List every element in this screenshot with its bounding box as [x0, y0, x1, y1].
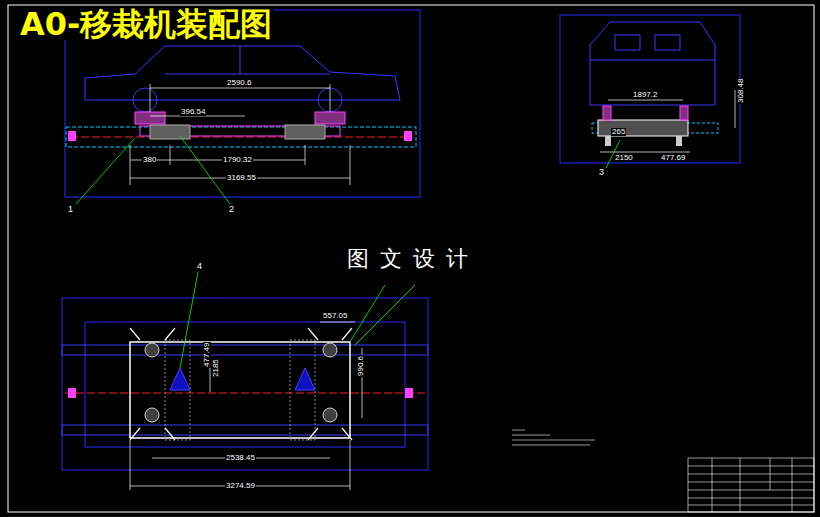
- notes: [512, 430, 595, 445]
- dimension: 477.49: [203, 342, 211, 368]
- callout-number: 1: [67, 205, 74, 214]
- title-block: [688, 458, 814, 512]
- dimension: 2185: [212, 358, 220, 378]
- dimension: 396.54: [180, 108, 206, 116]
- dimension: 2538.45: [225, 454, 256, 462]
- dimension: 3274.59: [225, 482, 256, 490]
- dimension: 308.48: [737, 78, 745, 104]
- dimension: 3169.55: [226, 174, 257, 182]
- dimension: 557.05: [322, 312, 348, 320]
- dimension: 2150: [614, 154, 634, 162]
- sheet-border: [8, 5, 814, 512]
- dimension: 1790.32: [222, 156, 253, 164]
- dimension: 265: [611, 128, 626, 136]
- callout-number: 4: [196, 262, 203, 271]
- drawing-title: A0-移栽机装配图: [18, 8, 274, 40]
- dimension: 380: [142, 156, 157, 164]
- dimension: 1897.2: [632, 91, 658, 99]
- watermark: 图 文 设 计: [345, 248, 472, 270]
- callout-number: 3: [598, 168, 605, 177]
- dimension: 990.6: [357, 355, 365, 377]
- side-view: [560, 15, 740, 168]
- dimension: 477.69: [660, 154, 686, 162]
- plan-view: [62, 272, 428, 490]
- dimension: 2590.6: [226, 79, 252, 87]
- callout-number: 2: [228, 205, 235, 214]
